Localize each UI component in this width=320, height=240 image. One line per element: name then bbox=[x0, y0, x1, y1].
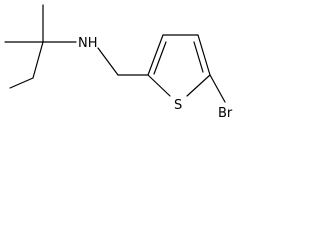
atom-labels: NH S Br bbox=[78, 36, 233, 121]
bond-ethyl-ch3 bbox=[9, 77, 34, 89]
sulfur-label: S bbox=[174, 98, 182, 113]
bond-nh-ch2 bbox=[97, 47, 119, 76]
bond-ring-s-c2 bbox=[147, 74, 171, 97]
bromine-label: Br bbox=[218, 106, 233, 121]
bond-c5-br bbox=[209, 74, 226, 103]
bond-ring-c4-c5 bbox=[197, 34, 211, 76]
chemical-structure: NH S Br bbox=[4, 4, 233, 121]
bond-ring-c5-s bbox=[186, 74, 211, 97]
bond-ethyl-ch2 bbox=[32, 41, 44, 79]
bond-ring-c2-c3 bbox=[147, 34, 164, 76]
bond-ring-c4-c5-double bbox=[193, 41, 204, 73]
nh-label: NH bbox=[78, 36, 98, 51]
bond-ring-c2-c3-double bbox=[153, 41, 167, 75]
bonds bbox=[4, 4, 226, 103]
